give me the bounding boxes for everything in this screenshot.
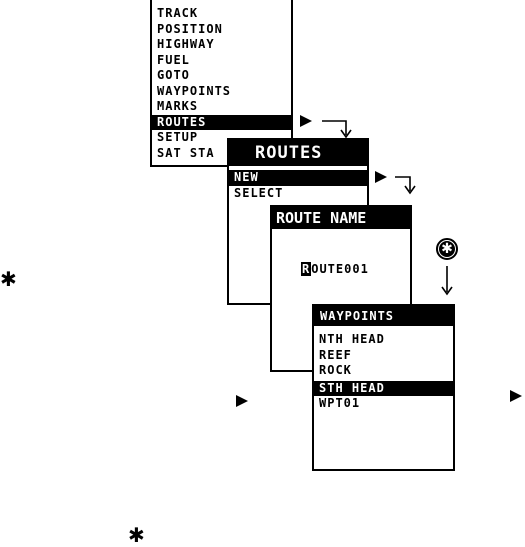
main-menu-item[interactable]: SETUP [157, 130, 199, 144]
waypoints-menu-panel: WAYPOINTS NTH HEAD REEF ROCK STH HEAD WP… [312, 304, 455, 471]
main-menu-item[interactable]: GOTO [157, 68, 190, 82]
bent-down-arrow-icon [322, 120, 352, 139]
routes-title: ROUTES [229, 140, 367, 166]
route-name-field[interactable]: ROUTE001 [301, 262, 369, 276]
bent-down-arrow-icon [395, 176, 416, 195]
main-menu-item[interactable]: TRACK [157, 6, 199, 20]
main-menu-item[interactable]: FUEL [157, 52, 190, 67]
step-arrow-icon [510, 390, 522, 402]
step-arrow-icon [375, 171, 387, 183]
route-name-value: OUTE001 [311, 262, 369, 276]
waypoints-title: WAYPOINTS [314, 306, 453, 326]
waypoint-item[interactable]: REEF [319, 347, 352, 362]
waypoint-item-selected[interactable]: STH HEAD [314, 380, 453, 396]
asterisk-circle-icon: ✱ [436, 238, 458, 260]
main-menu-item[interactable]: POSITION [157, 21, 223, 36]
waypoint-item[interactable]: WPT01 [319, 396, 361, 410]
main-menu-item[interactable]: WAYPOINTS [157, 83, 232, 98]
down-arrow-icon [441, 266, 453, 296]
step-arrow-icon [236, 395, 248, 407]
main-menu-item-selected[interactable]: ROUTES [152, 114, 291, 130]
routes-item-new[interactable]: NEW [229, 170, 367, 186]
text-cursor: R [301, 262, 312, 276]
main-menu-panel: TRACK POSITION HIGHWAY FUEL GOTO WAYPOIN… [150, 0, 293, 167]
asterisk-icon: ✱ [128, 523, 145, 547]
waypoint-item[interactable]: ROCK [319, 363, 352, 377]
waypoint-item[interactable]: NTH HEAD [319, 332, 385, 346]
main-menu-item[interactable]: MARKS [157, 99, 199, 113]
asterisk-icon: ✱ [0, 267, 17, 291]
main-menu-item[interactable]: SAT STA [157, 145, 215, 160]
step-arrow-icon [300, 115, 312, 127]
main-menu-item[interactable]: HIGHWAY [157, 37, 215, 51]
route-name-title: ROUTE NAME [272, 207, 410, 229]
routes-item-select[interactable]: SELECT [234, 185, 284, 200]
